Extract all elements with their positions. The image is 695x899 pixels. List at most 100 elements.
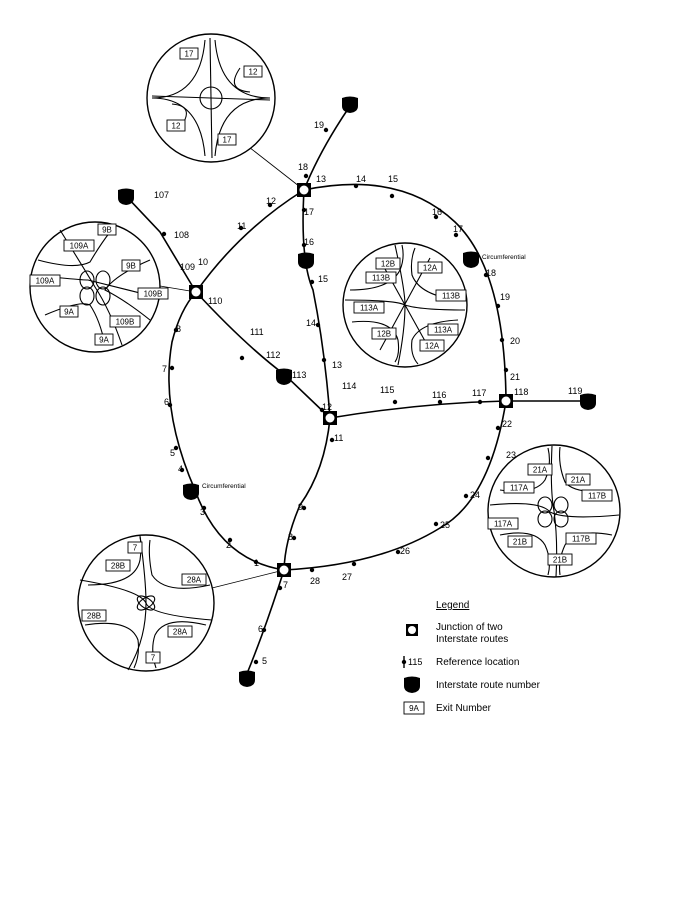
reference-dot: [353, 183, 359, 189]
reference-dot: [483, 272, 489, 278]
interstate-junction: [323, 411, 337, 425]
exit-number-box: 113A: [427, 323, 459, 336]
svg-text:12: 12: [249, 68, 258, 77]
exit-number-box: 117A: [487, 517, 519, 530]
legend-title: Legend: [436, 600, 469, 611]
exit-number-box: 12B: [375, 257, 401, 270]
exit-number-box: 28B: [81, 609, 107, 622]
svg-text:12: 12: [172, 122, 181, 131]
route-shield-22-icon: 22: [580, 393, 596, 410]
reference-dot: [253, 659, 259, 665]
svg-text:113A: 113A: [360, 304, 379, 313]
svg-text:7: 7: [133, 544, 138, 553]
exit-number-box: 12B: [371, 327, 397, 340]
reference-label: 109: [180, 262, 195, 272]
reference-label: 15: [318, 274, 328, 284]
reference-dot: [261, 627, 267, 633]
route-shield-473-icon: 473: [463, 251, 479, 268]
exit-number-box: 21B: [507, 535, 533, 548]
legend-reference-symbol: [401, 656, 407, 668]
exit-number-box: 17: [217, 133, 237, 146]
exit-number-box: 28B: [105, 559, 131, 572]
reference-dot: [291, 535, 297, 541]
reference-dot: [309, 279, 315, 285]
exit-number-box: 7: [145, 651, 161, 664]
svg-text:117A: 117A: [494, 520, 513, 529]
route-circumferential-south: [283, 400, 507, 571]
reference-dot: [179, 467, 185, 473]
svg-text:473: 473: [184, 487, 198, 496]
exit-number-box: 9A: [94, 333, 114, 346]
route-73-southend: [245, 569, 285, 677]
svg-text:21A: 21A: [533, 466, 548, 475]
svg-text:9B: 9B: [126, 262, 136, 271]
reference-label: 25: [440, 520, 450, 530]
svg-text:22: 22: [122, 192, 131, 201]
interstate-junction: [189, 285, 203, 299]
reference-label: 26: [400, 546, 410, 556]
svg-text:12A: 12A: [425, 342, 440, 351]
exit-number-box: 12A: [419, 339, 445, 352]
svg-text:7: 7: [151, 654, 156, 663]
svg-text:9A: 9A: [99, 336, 109, 345]
exit-number-box: 109A: [29, 274, 61, 287]
reference-dot: [161, 231, 167, 237]
exit-number-box: 117B: [565, 532, 597, 545]
exit-number-box: 12: [243, 65, 263, 78]
reference-label: 114: [342, 381, 356, 391]
exit-number-box: 28A: [167, 625, 193, 638]
exit-number-box: 113B: [435, 289, 467, 302]
reference-label: 8: [288, 532, 293, 542]
reference-label: 11: [334, 433, 343, 443]
route-shield-22-icon: 22: [276, 368, 292, 385]
svg-text:9B: 9B: [102, 226, 112, 235]
svg-text:109B: 109B: [144, 290, 163, 299]
reference-label: 116: [432, 390, 446, 400]
reference-label: 23: [506, 450, 516, 460]
circumferential-label-south: Circumferential: [202, 483, 246, 490]
reference-dot: [433, 521, 439, 527]
route-shield-73-icon: 73: [239, 670, 255, 687]
svg-text:109A: 109A: [36, 277, 55, 286]
legend: Legend Junction of two Interstate routes…: [401, 600, 541, 715]
legend-reference-label: Reference location: [436, 657, 519, 668]
reference-label: 7: [283, 580, 288, 590]
svg-text:9A: 9A: [409, 704, 419, 713]
svg-text:21B: 21B: [513, 538, 527, 547]
svg-text:21B: 21B: [553, 556, 567, 565]
reference-label: 5: [262, 656, 267, 666]
reference-label: 19: [500, 292, 510, 302]
reference-label: 1: [254, 558, 259, 568]
exit-number-box: 21B: [547, 553, 573, 566]
reference-label: 118: [514, 387, 528, 397]
route-circumferential-north: [303, 183, 507, 402]
reference-label: 22: [502, 419, 512, 429]
reference-label: 3: [200, 507, 205, 517]
svg-text:9A: 9A: [64, 308, 74, 317]
route-shield-473-icon: 473: [183, 483, 199, 500]
exit-number-box: 117A: [503, 481, 535, 494]
exit-number-box: 109B: [109, 315, 141, 328]
reference-dot: [437, 399, 443, 405]
reference-dot: [301, 505, 307, 511]
reference-dot: [499, 337, 505, 343]
reference-label: 7: [162, 364, 167, 374]
legend-exit-box: 9A: [403, 701, 425, 715]
reference-label: 6: [258, 624, 263, 634]
circumferential-label-north: Circumferential: [482, 254, 526, 261]
reference-dot: [433, 214, 439, 220]
reference-label: 14: [306, 318, 316, 328]
svg-text:22: 22: [280, 372, 289, 381]
svg-text:12B: 12B: [377, 330, 391, 339]
reference-label: 8: [176, 324, 181, 334]
svg-text:117B: 117B: [572, 535, 590, 544]
reference-label: 15: [388, 174, 398, 184]
reference-dot: [277, 585, 283, 591]
svg-text:28B: 28B: [111, 562, 125, 571]
exit-number-box: 12: [166, 119, 186, 132]
svg-text:113B: 113B: [372, 274, 390, 283]
svg-text:28A: 28A: [173, 628, 188, 637]
reference-label: 17: [453, 224, 463, 234]
